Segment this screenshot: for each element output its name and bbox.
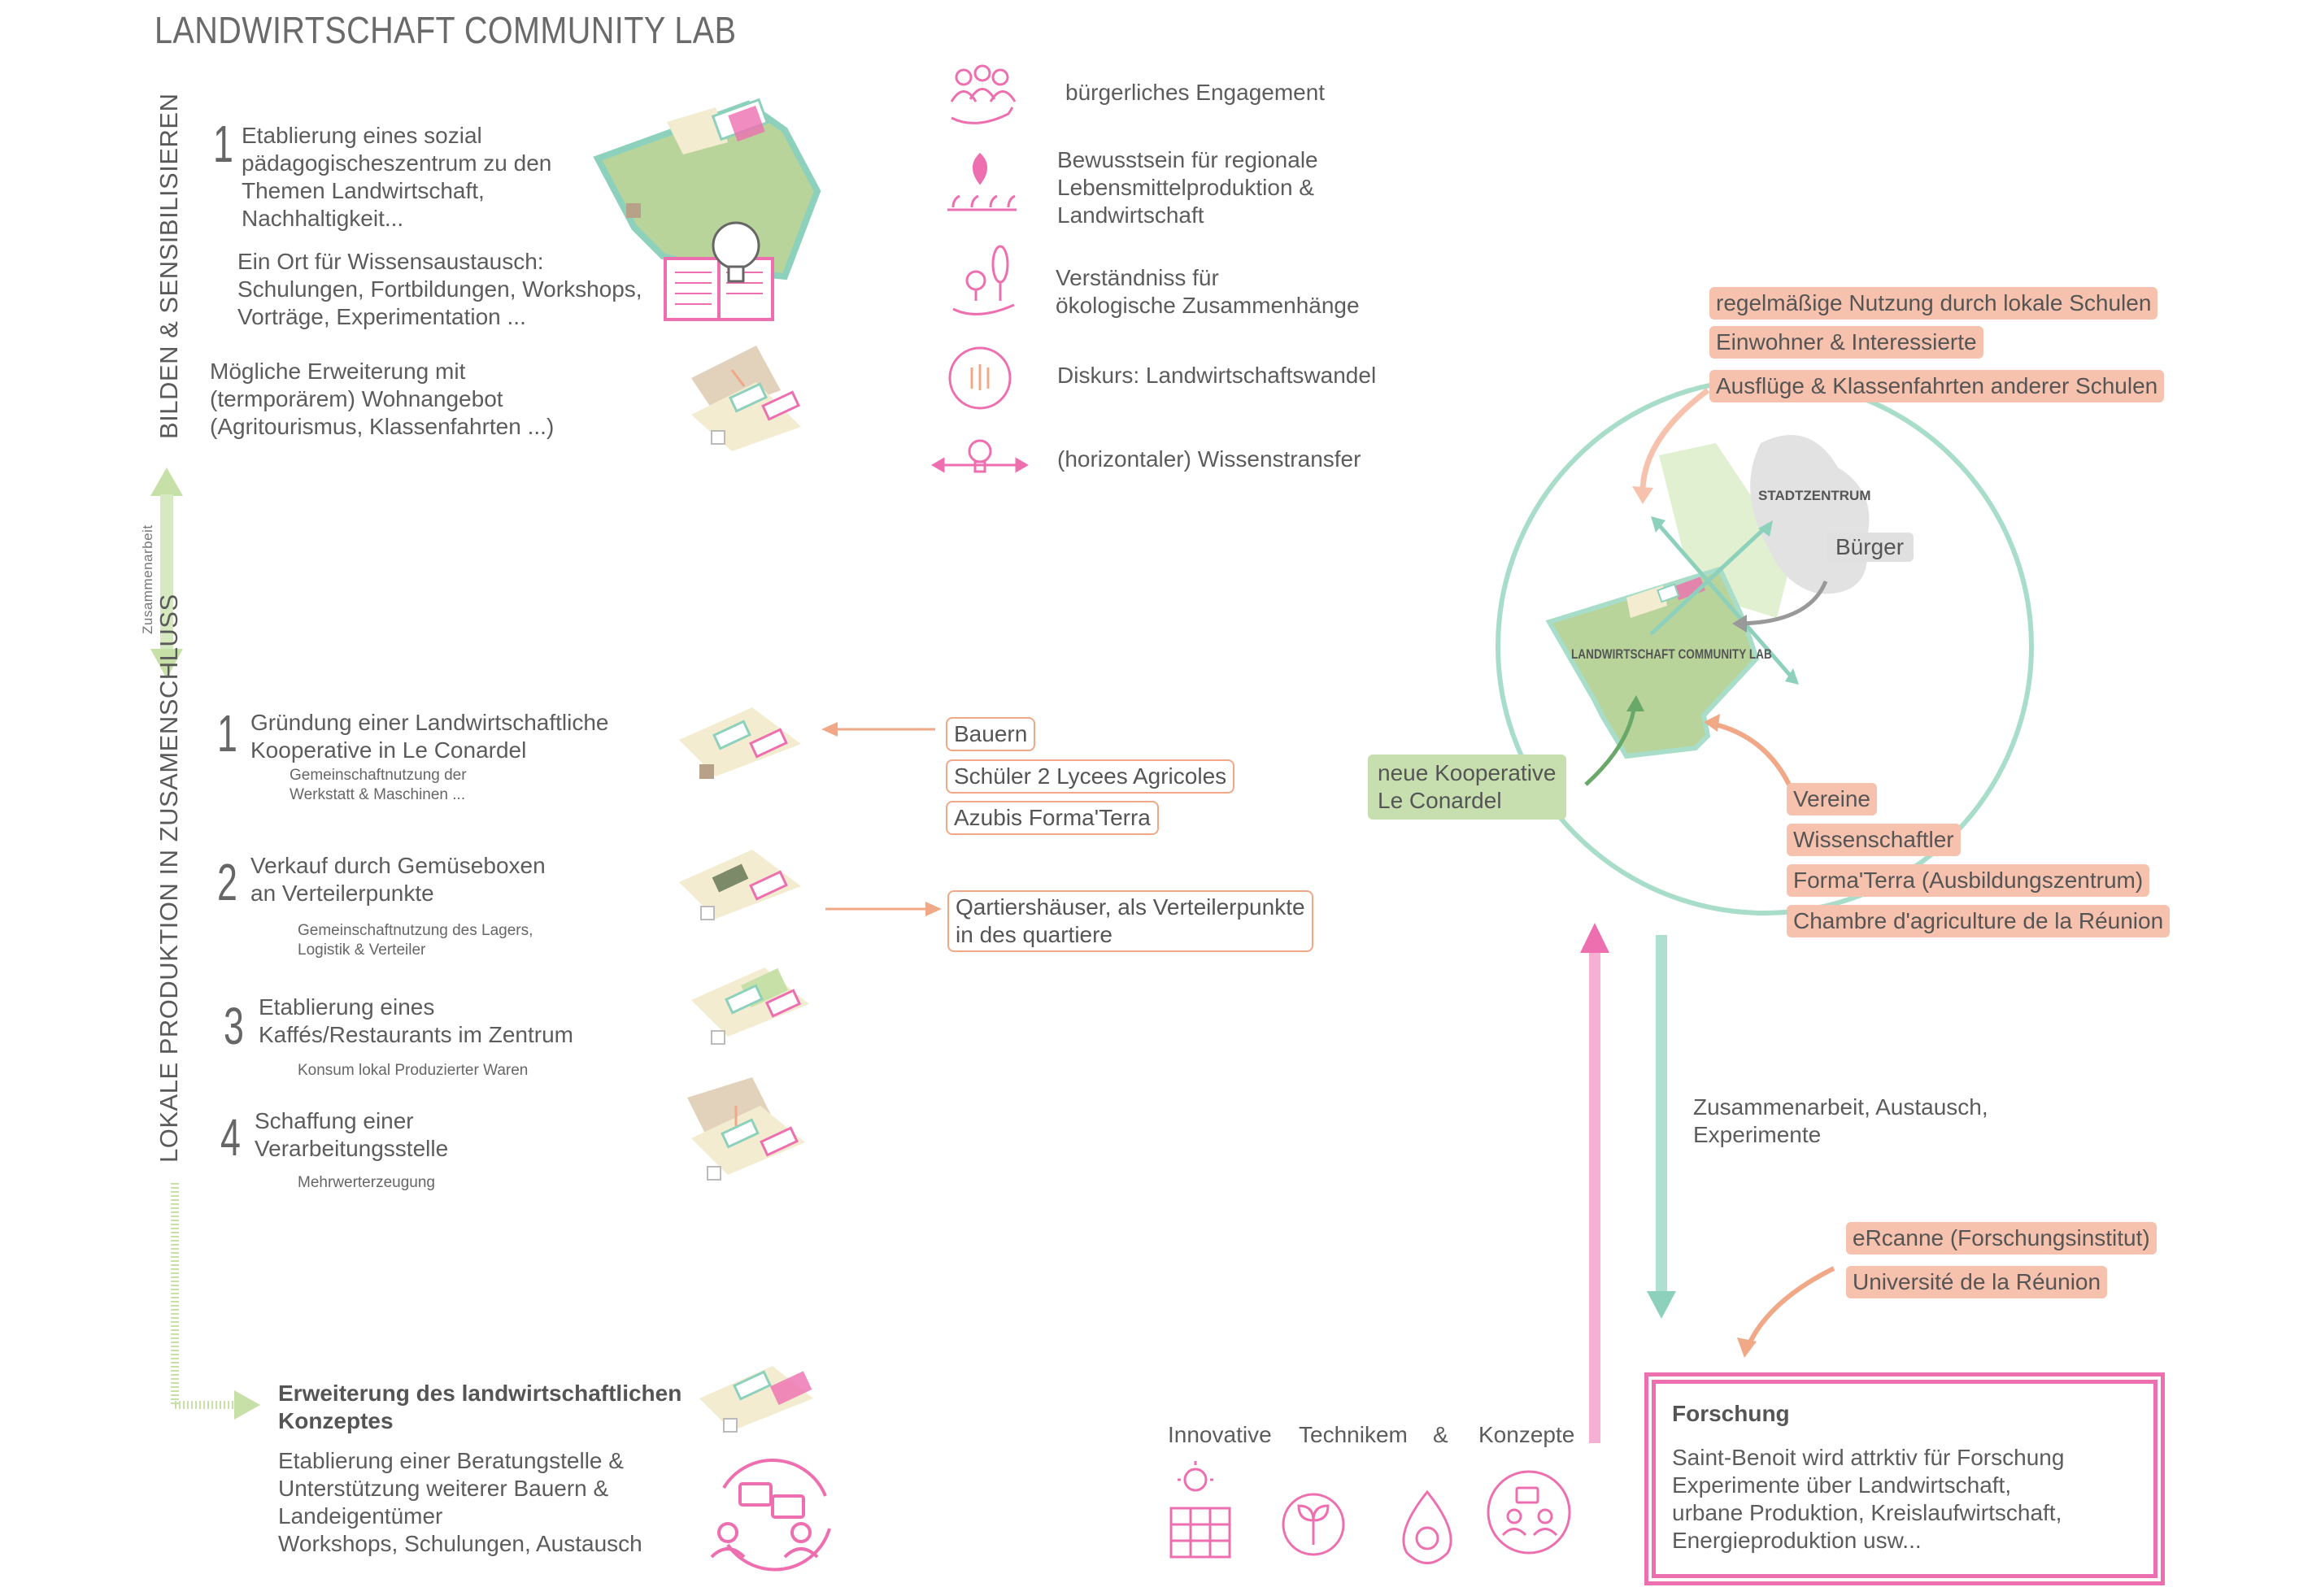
production-item-4: Schaffung einer Verarbeitungsstelle	[255, 1108, 449, 1161]
actor-tag: Vereine	[1787, 783, 1877, 815]
section1-item3: Mögliche Erweiterung mit (termporärem) W…	[210, 359, 555, 439]
site-plan-coop	[679, 707, 801, 779]
innovation-label: Innovative	[1168, 1422, 1272, 1447]
user-tag: Ausflüge & Klassenfahrten anderer Schule…	[1709, 370, 2165, 402]
site-plan-cafe	[691, 968, 809, 1045]
legend-text-4: Diskurs: Landwirtschaftswandel	[1057, 363, 1377, 388]
section-label-lokale-produktion: LOKALE PRODUKTION IN ZUSAMENSCHLUSS	[155, 594, 183, 1163]
solar-panel-icon	[1169, 1461, 1231, 1559]
partner-arrow-left	[821, 722, 935, 737]
step-number: 1	[213, 115, 233, 173]
production-item-3: Etablierung eines Kaffés/Restaurants im …	[259, 994, 573, 1047]
production-item-1-sub: Gemeinschaftnutzung der Werkstatt & Masc…	[290, 767, 467, 803]
user-tag: regelmäßige Nutzung durch lokale Schulen	[1709, 287, 2158, 320]
trees-hand-icon	[952, 245, 1015, 315]
expansion-text: Etablierung einer Beratungstelle & Unter…	[278, 1448, 642, 1556]
lightbulb-arrows-icon	[931, 439, 1029, 473]
section1-item2: Ein Ort für Wissensaustausch: Schulungen…	[237, 249, 642, 329]
network-circle	[1496, 377, 2034, 915]
production-item-2-sub: Gemeinschaftnutzung des Lagers, Logistik…	[298, 922, 533, 959]
water-cycle-icon	[1402, 1489, 1452, 1564]
crop-cycle-icon	[948, 346, 1012, 410]
legend-text-1: bürgerliches Engagement	[1065, 80, 1326, 105]
people-hand-icon	[950, 64, 1017, 124]
partner-arrow-right	[825, 902, 942, 916]
pink-up-arrow	[1580, 923, 1609, 1443]
exchange-text: Zusammenarbeit, Austausch, Experimente	[1693, 1094, 1988, 1147]
lab-label: LANDWIRTSCHAFT COMMUNITY LAB	[1571, 646, 1772, 662]
actor-tag: Chambre d'agriculture de la Réunion	[1787, 905, 2171, 937]
actor-tag: Forma'Terra (Ausbildungszentrum)	[1787, 864, 2150, 897]
step-number: 1	[217, 704, 237, 763]
location-plants-icon	[947, 152, 1017, 211]
section1-item1: Etablierung eines sozial pädagogischesze…	[242, 123, 552, 231]
teal-down-arrow	[1647, 935, 1676, 1319]
site-plan-processing	[687, 1077, 805, 1181]
page-title: LANDWIRTSCHAFT COMMUNITY LAB	[155, 9, 737, 51]
stadtzentrum-label: STADTZENTRUM	[1758, 488, 1871, 503]
forschung-title: Forschung	[1672, 1401, 1790, 1426]
innovation-label: Konzepte	[1478, 1422, 1575, 1447]
production-item-4-sub: Mehrwerterzeugung	[298, 1174, 435, 1191]
step-number: 4	[220, 1108, 241, 1167]
zusammenarbeit-label: Zusammenarbeit	[140, 524, 155, 634]
collaboration-cycle-icon-2	[1487, 1470, 1571, 1555]
forschung-box: Forschung Saint-Benoit wird attrktiv für…	[1644, 1372, 2165, 1585]
plant-cycle-icon	[1282, 1493, 1345, 1556]
partner-tag-quartier: Qartiershäuser, als Verteilerpunkte in d…	[947, 890, 1313, 952]
user-tag: Einwohner & Interessierte	[1709, 326, 1983, 359]
expansion-title: Erweiterung des landwirtschaftlichen Kon…	[278, 1381, 682, 1433]
site-plan-expansion	[699, 1366, 813, 1433]
forschung-text: Saint-Benoit wird attrktiv für Forschung…	[1672, 1445, 2065, 1553]
site-plan-large	[593, 98, 821, 321]
partner-tag: Azubis Forma'Terra	[946, 801, 1159, 835]
expansion-arrow	[171, 1183, 260, 1420]
legend-text-2: Bewusstsein für regionale Lebensmittelpr…	[1057, 147, 1318, 228]
site-plan-sale	[679, 850, 801, 920]
zusammenarbeit-arrow	[150, 467, 183, 679]
step-number: 3	[224, 997, 244, 1055]
research-tag: Université de la Réunion	[1846, 1266, 2108, 1298]
production-item-3-sub: Konsum lokal Produzierter Waren	[298, 1062, 529, 1079]
collaboration-cycle-icon	[710, 1459, 831, 1572]
buerger-tag: Bürger	[1826, 533, 1914, 562]
legend-text-5: (horizontaler) Wissenstransfer	[1057, 446, 1361, 472]
innovation-label: Technikem	[1299, 1422, 1408, 1447]
partner-tag: Schüler 2 Lycees Agricoles	[946, 759, 1235, 794]
actor-tag: Wissenschaftler	[1787, 824, 1961, 856]
step-number: 2	[217, 853, 237, 911]
research-arrow	[1737, 1266, 1835, 1358]
partner-tag: Bauern	[946, 717, 1036, 751]
legend-text-3: Verständniss für ökologische Zusammenhän…	[1056, 265, 1360, 318]
site-plan-small-1	[691, 346, 801, 451]
research-tag: eRcanne (Forschungsinstitut)	[1846, 1222, 2157, 1255]
kooperative-tag: neue Kooperative Le Conardel	[1368, 755, 1566, 820]
innovation-label: &	[1433, 1422, 1448, 1447]
production-item-1: Gründung einer Landwirtschaftliche Koope…	[250, 710, 609, 763]
production-item-2: Verkauf durch Gemüseboxen an Verteilerpu…	[250, 853, 546, 906]
